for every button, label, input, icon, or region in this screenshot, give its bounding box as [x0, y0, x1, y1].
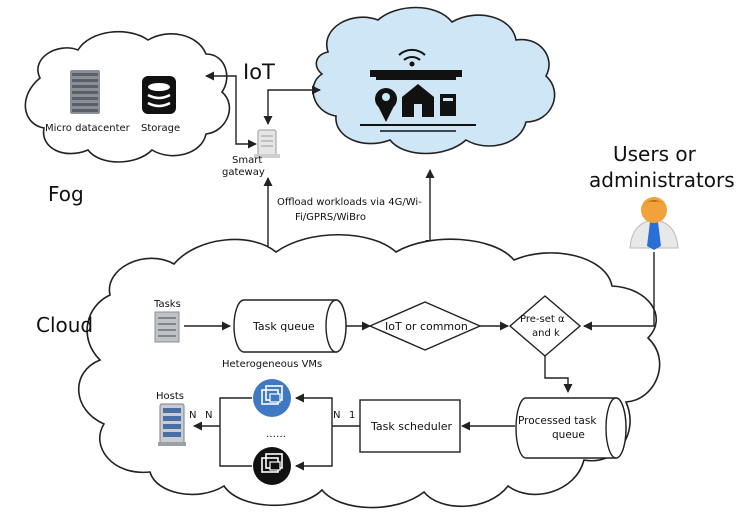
- task-queue-label: Task queue: [252, 320, 315, 333]
- task-queue-node: [233, 299, 347, 353]
- hosts-server-icon: [158, 403, 186, 446]
- micro-datacenter-label: Micro datacenter: [45, 123, 131, 134]
- preset-label-line2: and k: [532, 328, 560, 339]
- vms-bracket-connector: [219, 397, 252, 467]
- task-scheduler-label: Task scheduler: [370, 420, 453, 433]
- tasks-icon: [154, 311, 180, 343]
- iot-section-label: IoT: [243, 60, 275, 84]
- cloud-section-label: Cloud: [36, 313, 93, 337]
- heterogeneous-vms-label: Heterogeneous VMs: [222, 359, 322, 370]
- gateway-label-line2: gateway: [222, 167, 265, 178]
- mult-n-hosts: N: [189, 410, 196, 421]
- gateway-label-line1: Smart: [232, 155, 262, 166]
- iot-cloud-shape: [312, 6, 556, 155]
- user-avatar-icon: [629, 197, 679, 250]
- offload-label-line2: Fi/GPRS/WiBro: [295, 212, 366, 223]
- storage-icon: [142, 76, 176, 114]
- users-label-line2: administrators: [589, 168, 735, 192]
- preset-alpha-k-decision: [508, 295, 582, 357]
- iot-devices-icon: [360, 48, 476, 132]
- fog-to-gateway-connector: [205, 71, 257, 149]
- users-label-line1: Users or: [613, 142, 697, 166]
- storage-label: Storage: [141, 123, 180, 134]
- iot-to-gateway-connector: [263, 85, 321, 125]
- iot-or-common-label: IoT or common: [385, 320, 468, 333]
- preset-label-line1: Pre-set α: [520, 314, 565, 325]
- scheduler-to-vm-bottom-arrow: [295, 426, 333, 471]
- fog-cloud-shape: [24, 30, 231, 163]
- offload-label-line1: Offload workloads via 4G/Wi-: [277, 197, 422, 208]
- processed-task-queue-node: [515, 397, 627, 459]
- hosts-label: Hosts: [156, 391, 184, 402]
- preset-to-processed-connector: [544, 356, 573, 393]
- micro-datacenter-icon: [70, 70, 100, 114]
- processed-queue-label-line2: queue: [552, 429, 585, 441]
- scheduler-to-vm-top-arrow: [295, 393, 333, 426]
- fog-section-label: Fog: [48, 182, 84, 206]
- mult-n-left: N: [205, 410, 212, 421]
- processed-queue-label-line1: Processed task: [518, 415, 597, 427]
- vm-ellipsis: ……: [266, 429, 286, 440]
- tasks-label: Tasks: [153, 299, 181, 310]
- task-scheduler-node: [359, 399, 461, 453]
- users-to-preset-connector: [583, 252, 655, 331]
- smart-gateway-icon: [254, 129, 280, 158]
- mult-n-right: N: [333, 410, 340, 421]
- vm-black-icon: [253, 447, 291, 485]
- vm-blue-icon: [253, 379, 291, 417]
- mult-one: 1: [349, 410, 355, 421]
- main-cloud-shape: [77, 233, 661, 509]
